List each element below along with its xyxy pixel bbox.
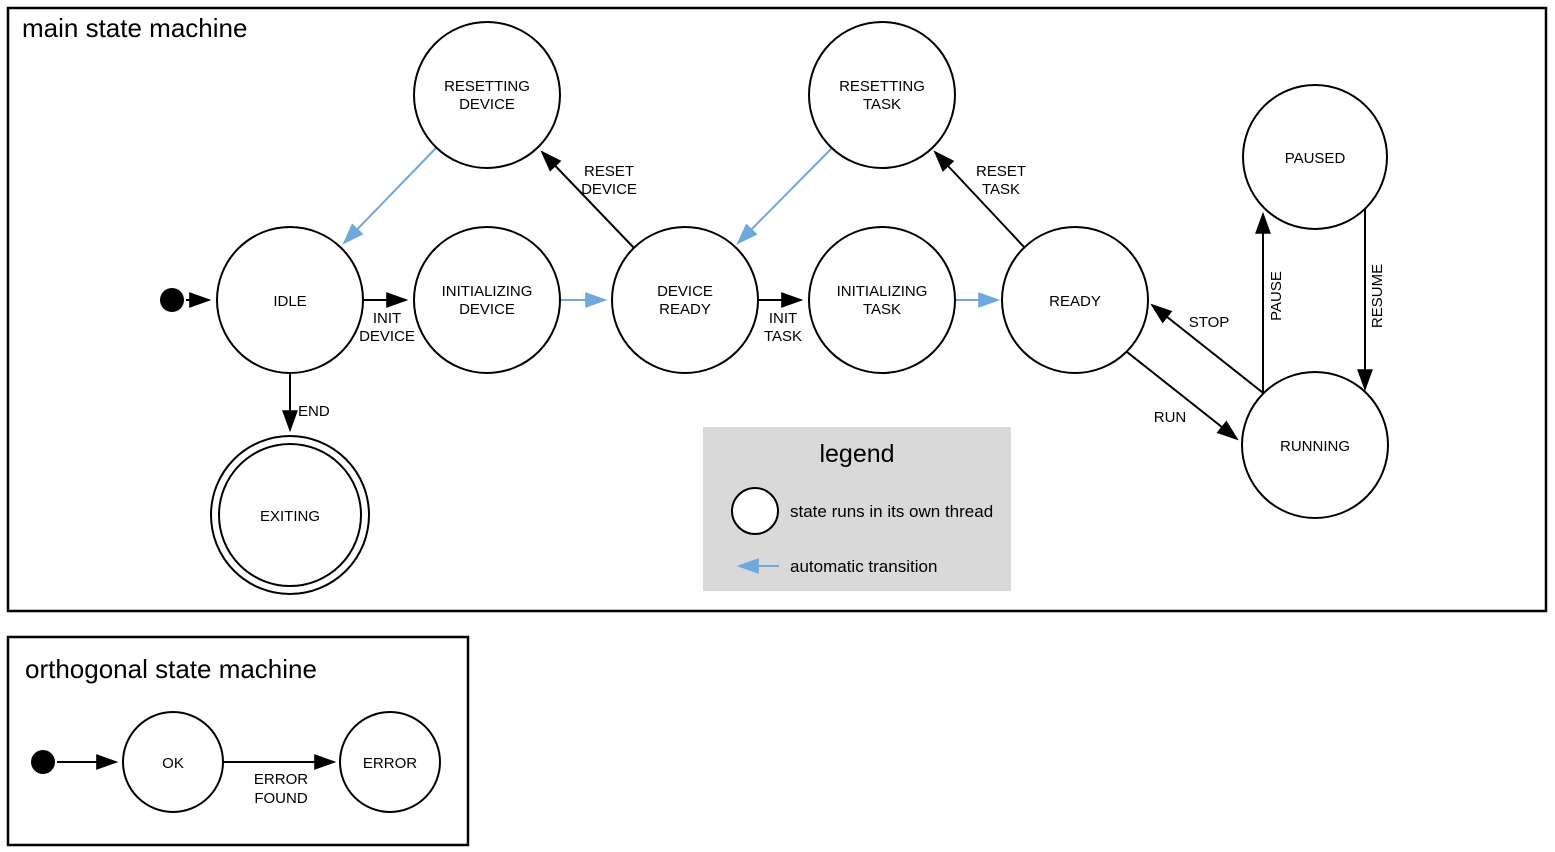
state-running-label: RUNNING	[1280, 438, 1350, 455]
state-initializing-device-label-line2: DEVICE	[459, 301, 515, 318]
state-device-ready-label-line1: DEVICE	[657, 283, 713, 300]
main-machine-title: main state machine	[22, 13, 247, 43]
transition-run-label: RUN	[1154, 409, 1187, 426]
transition-reset-task-label-line2: TASK	[982, 181, 1020, 198]
transition-reset-device-label-line2: DEVICE	[581, 181, 637, 198]
transition-reset-task-label-line1: RESET	[976, 163, 1026, 180]
state-resetting-task	[808, 21, 956, 169]
state-resetting-task-label-line1: RESETTING	[839, 78, 925, 95]
state-initializing-device	[413, 226, 561, 374]
main-state-machine: main state machine INIT DEVICE RESET DEV…	[6, 6, 1548, 613]
state-resetting-device-label-line1: RESETTING	[444, 78, 530, 95]
transition-init-task-label-line1: INIT	[769, 310, 797, 327]
state-exiting	[218, 443, 362, 587]
state-device-ready	[611, 226, 759, 374]
transition-reset-device-label-line1: RESET	[584, 163, 634, 180]
edge-device-ready-to-resetting-device	[540, 150, 635, 249]
transition-init-device-label-line2: DEVICE	[359, 328, 415, 345]
legend-auto-transition-label: automatic transition	[790, 557, 937, 576]
state-exiting-label: EXITING	[260, 508, 320, 525]
orthogonal-machine-title: orthogonal state machine	[25, 654, 317, 684]
edge-auto-resetting-device-to-idle	[342, 147, 437, 245]
state-paused-label: PAUSED	[1285, 150, 1346, 167]
state-error	[339, 711, 441, 813]
state-running	[1241, 371, 1389, 519]
transition-init-device-label-line1: INIT	[373, 310, 401, 327]
state-initializing-device-label-line1: INITIALIZING	[442, 283, 533, 300]
state-ready	[1001, 226, 1149, 374]
state-idle	[216, 226, 364, 374]
transition-end-label: END	[298, 403, 330, 420]
state-error-label: ERROR	[363, 755, 417, 772]
state-idle-label: IDLE	[273, 293, 306, 310]
state-resetting-device-label-line2: DEVICE	[459, 96, 515, 113]
state-ready-label: READY	[1049, 293, 1101, 310]
state-initializing-task-label-line1: INITIALIZING	[837, 283, 928, 300]
state-resetting-task-label-line2: TASK	[863, 96, 901, 113]
transition-error-found-label-line2: FOUND	[254, 790, 307, 807]
state-resetting-device	[413, 21, 561, 169]
transition-init-task-label-line2: TASK	[764, 328, 802, 345]
state-ok-label: OK	[162, 755, 184, 772]
orthogonal-state-machine: orthogonal state machine ERROR FOUND OK …	[6, 635, 470, 847]
edge-auto-resetting-task-to-device-ready	[736, 147, 833, 245]
state-initializing-task-label-line2: TASK	[863, 301, 901, 318]
transition-resume-label: RESUME	[1369, 264, 1386, 328]
state-paused	[1242, 84, 1388, 230]
state-ok	[122, 711, 224, 813]
initial-state-dot	[160, 288, 184, 312]
edge-running-to-ready	[1150, 303, 1268, 397]
legend: legend state runs in its own thread auto…	[703, 427, 1011, 591]
transition-stop-label: STOP	[1189, 314, 1230, 331]
edge-ready-to-running	[1126, 351, 1239, 441]
state-initializing-task	[808, 226, 956, 374]
state-device-ready-label-line2: READY	[659, 301, 711, 318]
edge-ready-to-resetting-task	[933, 150, 1026, 249]
legend-thread-state-icon	[731, 487, 779, 535]
orthogonal-initial-state-dot	[31, 750, 55, 774]
legend-thread-state-label: state runs in its own thread	[790, 502, 993, 521]
transition-pause-label: PAUSE	[1268, 271, 1285, 321]
transition-error-found-label-line1: ERROR	[254, 771, 308, 788]
legend-title: legend	[819, 440, 894, 468]
